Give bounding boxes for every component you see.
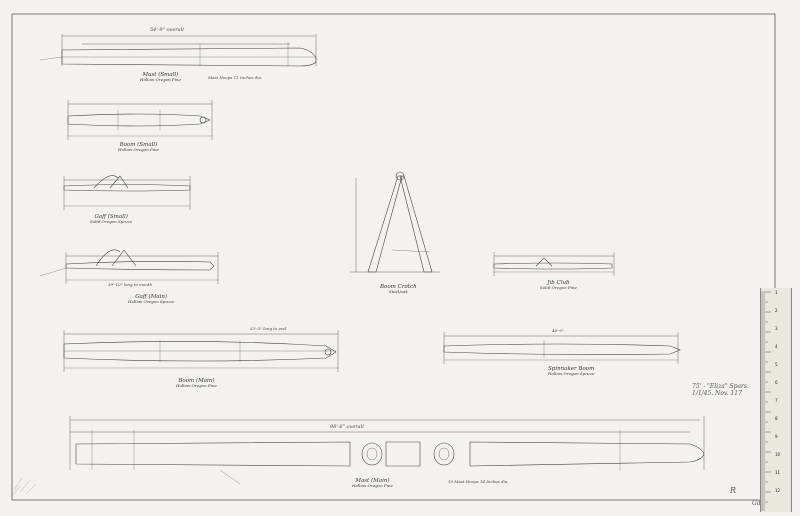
boom-crotch-title: Boom Crotch Steel/oak (380, 284, 417, 295)
boom-small-title: Boom (Small) Hollow Oregon Pine (118, 142, 159, 153)
paper-stain (11, 477, 37, 497)
gaff-small-title: Gaff (Small) Solid Oregon Spruce (90, 214, 132, 225)
ruler-number: 7 (775, 398, 778, 403)
ruler-number: 6 (775, 380, 778, 385)
mast-small-title-text: Mast (Small) (142, 72, 179, 78)
jib-club-title-text: Jib Club (547, 280, 570, 286)
gaff-main-drawing (39, 249, 219, 284)
mast-main-note: 19 Mast Hoops 14 Inches dia. (448, 479, 509, 484)
gaff-main-length: 39'-10" long to mouth (108, 282, 153, 287)
mast-small-subtitle: Hollow Oregon Pine (140, 77, 181, 83)
sheet-initials: R (730, 486, 737, 495)
boom-small-subtitle: Hollow Oregon Pine (118, 147, 159, 153)
mast-main-overall: 98'-6" overall (330, 424, 364, 430)
gaff-small-title-text: Gaff (Small) (94, 214, 128, 220)
spinnaker-boom-title: Spinnaker Boom Hollow Oregon Spruce (548, 366, 594, 377)
spinnaker-boom-subtitle: Hollow Oregon Spruce (548, 371, 595, 377)
boom-main-length: 53'-5" long to end (250, 326, 287, 331)
boom-main-title-text: Boom (Main) (178, 378, 215, 384)
gaff-main-subtitle: Hollow Oregon Spruce (128, 299, 175, 305)
jib-club-title: Jib Club Solid Oregon Pine (540, 280, 577, 291)
mast-main-title: Mast (Main) Hollow Oregon Pine (352, 478, 393, 489)
ruler-number: 9 (775, 434, 778, 439)
ruler-number: 11 (775, 470, 781, 475)
ruler-number: 8 (775, 416, 778, 421)
boom-crotch-subtitle: Steel/oak (388, 289, 408, 295)
gaff-main-title-text: Gaff (Main) (135, 294, 168, 300)
ruler-number: 1 (775, 290, 778, 295)
gaff-small-drawing (63, 175, 191, 210)
mast-main-title-text: Mast (Main) (355, 478, 390, 484)
ruler-number: 12 (775, 488, 781, 493)
boom-main-subtitle: Hollow Oregon Pine (176, 383, 217, 389)
boom-small-drawing (67, 100, 213, 140)
project-note: 75' - "Eliza" Spars. 1/1/45. Nov. 117 (692, 383, 749, 397)
ruler-number: 10 (775, 452, 781, 457)
spinnaker-boom-length: 46'-0" (552, 328, 564, 333)
mast-small-title: Mast (Small) Hollow Oregon Pine (140, 72, 181, 83)
mast-small-note: Mast Hoops 11 Inches dia. (208, 75, 263, 80)
jib-club-subtitle: Solid Oregon Pine (540, 285, 577, 291)
gaff-small-subtitle: Solid Oregon Spruce (90, 219, 133, 225)
spinnaker-boom-drawing (443, 332, 681, 364)
boom-crotch-title-text: Boom Crotch (380, 284, 417, 290)
mast-small-overall: 54'-9" overall (150, 27, 184, 33)
gaff-main-title: Gaff (Main) Hollow Oregon Spruce (128, 294, 174, 305)
ruler-number: 4 (775, 344, 778, 349)
jib-club-drawing (493, 252, 615, 276)
mast-main-subtitle: Hollow Oregon Pine (352, 483, 393, 489)
ruler-number: 5 (775, 362, 778, 367)
spinnaker-boom-title-text: Spinnaker Boom (548, 366, 595, 372)
mast-main-drawing (69, 416, 705, 485)
boom-small-title-text: Boom (Small) (119, 142, 158, 148)
ruler-number: 3 (775, 326, 778, 331)
boom-crotch-drawing (350, 171, 440, 273)
boom-main-title: Boom (Main) Hollow Oregon Pine (176, 378, 217, 389)
boom-main-drawing (63, 330, 339, 372)
sheet-border (11, 13, 776, 501)
ruler-ticks (761, 291, 771, 511)
mast-small-drawing (39, 34, 317, 67)
ruler-number: 2 (775, 308, 778, 313)
